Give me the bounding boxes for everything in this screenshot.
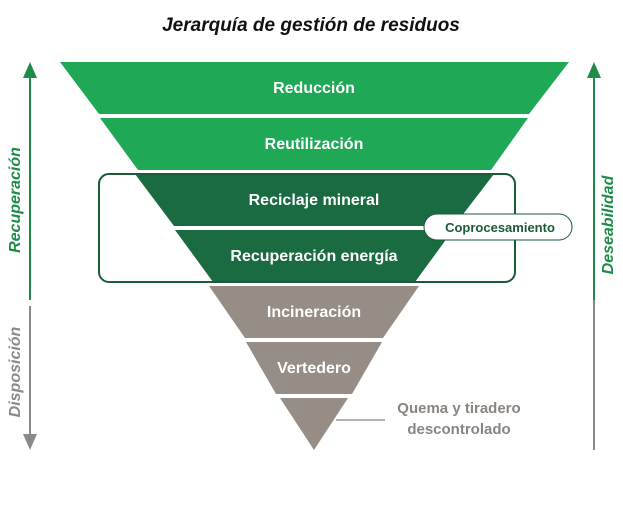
level-vertedero-band <box>246 342 382 394</box>
right-axis-desirability-label: Deseabilidad <box>600 174 617 274</box>
level-reutilizacion-label: Reutilización <box>265 136 364 153</box>
level-incineracion-label: Incineración <box>267 304 361 321</box>
diagram-title: Jerarquía de gestión de residuos <box>162 15 460 36</box>
level-reciclaje-mineral-label: Reciclaje mineral <box>249 192 380 209</box>
level-recuperacion-energia-band <box>175 230 453 282</box>
level-incineracion-band <box>209 286 419 338</box>
level-recuperacion-energia-label: Recuperación energía <box>230 248 397 265</box>
coprocessing-label: Coprocesamiento <box>445 220 555 235</box>
level-vertedero-label: Vertedero <box>277 360 351 377</box>
left-disposal-down-arrow-icon <box>23 434 37 450</box>
left-axis-recovery-label: Recuperación <box>7 147 24 253</box>
bottom-note-line-2: descontrolado <box>407 421 510 438</box>
coprocessing-bubble <box>423 213 573 241</box>
level-reciclaje-mineral-band <box>135 174 494 226</box>
level-reutilizacion-band <box>100 118 528 170</box>
right-desirability-up-arrow-icon <box>587 62 601 78</box>
level-reduccion-band <box>60 62 569 114</box>
level-reduccion-label: Reducción <box>273 80 355 97</box>
bottom-note-line-1: Quema y tiradero <box>397 400 520 417</box>
level-quema-band <box>280 398 348 450</box>
left-recovery-up-arrow-icon <box>23 62 37 78</box>
left-axis-disposal-label: Disposición <box>7 326 24 417</box>
